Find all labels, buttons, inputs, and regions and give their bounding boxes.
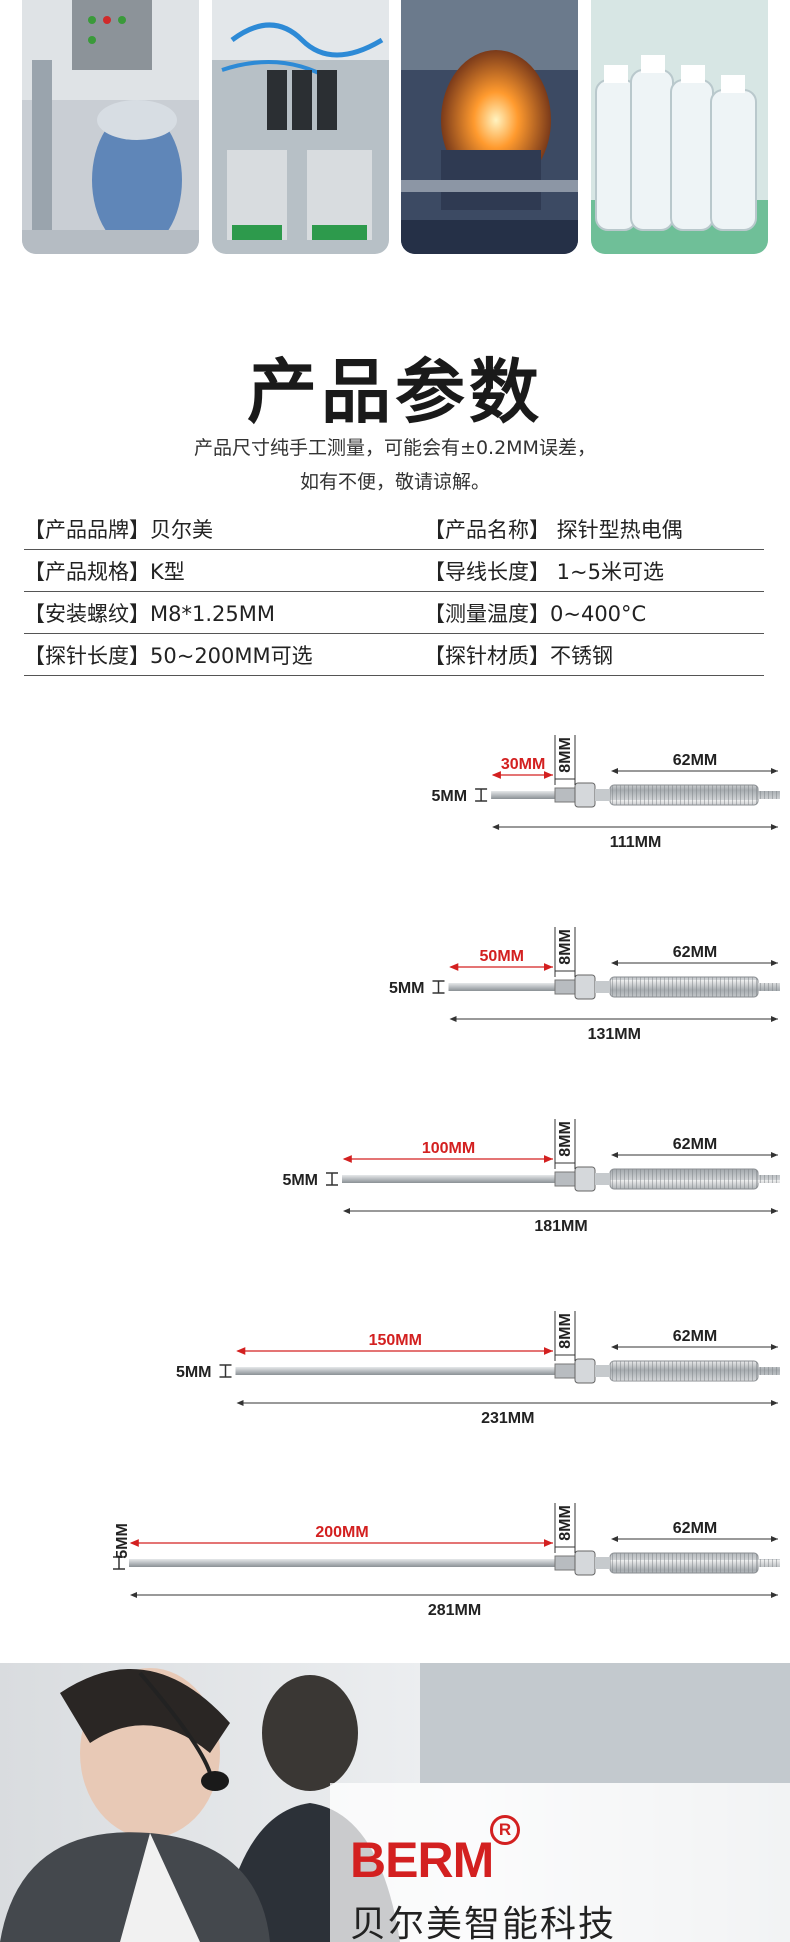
tail-length-label: 62MM <box>673 1328 717 1345</box>
thread-label: 8MM <box>557 1313 574 1349</box>
tail-length-label: 62MM <box>673 1520 717 1537</box>
cable-end <box>758 791 780 799</box>
thread-label: 8MM <box>557 1505 574 1541</box>
measurement-note-line2: 如有不便，敬请谅解。 <box>299 471 490 493</box>
thread-label: 8MM <box>557 1121 574 1157</box>
photo-pneumatic-valves <box>212 0 389 254</box>
probe-diagram: 5MM 50MM 8MM 62MM 131MM <box>389 927 780 1043</box>
spec-brand: 【产品品牌】贝尔美 <box>24 508 424 550</box>
thread-label: 8MM <box>557 929 574 965</box>
hex-nut <box>574 782 596 808</box>
diameter-label: 5MM <box>282 1172 318 1189</box>
spec-row: 【产品品牌】贝尔美 【产品名称】 探针型热电偶 <box>24 508 764 550</box>
photo-steel-furnace <box>401 0 578 254</box>
thread-section <box>554 979 576 995</box>
probe-rod <box>448 983 565 991</box>
probe-rod <box>129 1559 565 1567</box>
sheath-collar <box>595 1365 610 1377</box>
probe-length-label: 50MM <box>480 948 524 965</box>
application-photo-strip <box>0 0 790 256</box>
banner-photo <box>0 1663 790 1942</box>
spec-temperature: 【测量温度】0~400°C <box>424 591 764 634</box>
diameter-label: 5MM <box>389 980 425 997</box>
spec-row: 【探针长度】50~200MM可选 【探针材质】不锈钢 <box>24 633 764 676</box>
hex-nut <box>574 1166 596 1192</box>
photo-water-bottles <box>591 0 768 254</box>
diameter-marker <box>475 788 488 802</box>
spring-sheath <box>609 976 759 998</box>
probe-diagram: 5MM 150MM 8MM 62MM 231MM <box>176 1311 780 1427</box>
tail-length-label: 62MM <box>673 944 717 961</box>
spring-sheath <box>609 1168 759 1190</box>
brand-name: 贝尔美智能科技 <box>350 1904 617 1942</box>
hex-nut <box>574 1358 596 1384</box>
hex-nut <box>574 974 596 1000</box>
probe-length-label: 100MM <box>422 1140 475 1157</box>
hex-nut <box>574 1550 596 1576</box>
cable-end <box>758 1175 780 1183</box>
measurement-note-line1: 产品尺寸纯手工测量，可能会有±0.2MM误差， <box>194 437 596 459</box>
sheath-collar <box>595 789 610 801</box>
spec-row: 【产品规格】K型 【导线长度】 1~5米可选 <box>24 549 764 592</box>
total-length-label: 281MM <box>428 1602 481 1619</box>
spec-probe-length: 【探针长度】50~200MM可选 <box>24 633 424 676</box>
diameter-label: 5MM <box>114 1523 131 1559</box>
registered-mark-icon: R <box>490 1815 520 1845</box>
diameter-marker <box>432 980 445 994</box>
tail-length-label: 62MM <box>673 752 717 769</box>
probe-diagram: 5MM 200MM 8MM 62MM 281MM <box>113 1503 780 1619</box>
total-length-label: 181MM <box>534 1218 587 1235</box>
thread-section <box>554 1363 576 1379</box>
probe-diagram: 5MM 100MM 8MM 62MM 181MM <box>282 1119 780 1235</box>
spring-sheath <box>609 1360 759 1382</box>
spec-type: 【产品规格】K型 <box>24 549 424 592</box>
thread-section <box>554 787 576 803</box>
spec-wire-length: 【导线长度】 1~5米可选 <box>424 549 764 592</box>
diameter-label: 5MM <box>432 788 468 805</box>
probe-length-label: 200MM <box>315 1524 368 1541</box>
spec-probe-material: 【探针材质】不锈钢 <box>424 633 764 676</box>
thread-label: 8MM <box>557 737 574 773</box>
probe-rod <box>235 1367 565 1375</box>
probe-rod <box>491 791 565 799</box>
spring-sheath <box>609 1552 759 1574</box>
sheath-collar <box>595 1557 610 1569</box>
diameter-marker <box>219 1364 232 1378</box>
cable-end <box>758 1367 780 1375</box>
spec-thread: 【安装螺纹】M8*1.25MM <box>24 591 424 634</box>
sheath-collar <box>595 1173 610 1185</box>
total-length-label: 231MM <box>481 1410 534 1427</box>
brand-banner: BERM R 贝尔美智能科技 <box>0 1663 790 1942</box>
probe-diagram: 5MM 30MM 8MM 62MM 111MM <box>432 735 780 851</box>
diameter-marker <box>113 1556 125 1570</box>
thread-section <box>554 1555 576 1571</box>
diameter-marker <box>326 1172 338 1186</box>
probe-length-label: 150MM <box>369 1332 422 1349</box>
spec-row: 【安装螺纹】M8*1.25MM 【测量温度】0~400°C <box>24 591 764 634</box>
total-length-label: 111MM <box>610 834 662 851</box>
spec-product-name: 【产品名称】 探针型热电偶 <box>424 508 764 550</box>
sheath-collar <box>595 981 610 993</box>
cable-end <box>758 983 780 991</box>
photo-pharma-tank <box>22 0 199 254</box>
probe-length-label: 30MM <box>501 756 545 773</box>
tail-length-label: 62MM <box>673 1136 717 1153</box>
total-length-label: 131MM <box>588 1026 641 1043</box>
diameter-label: 5MM <box>176 1364 212 1381</box>
spec-table: 【产品品牌】贝尔美 【产品名称】 探针型热电偶 【产品规格】K型 【导线长度】 … <box>24 508 764 676</box>
brand-logo: BERM <box>350 1832 494 1888</box>
cable-end <box>758 1559 780 1567</box>
thread-section <box>554 1171 576 1187</box>
section-title: 产品参数 <box>247 351 543 433</box>
probe-rod <box>342 1175 565 1183</box>
spring-sheath <box>609 784 759 806</box>
